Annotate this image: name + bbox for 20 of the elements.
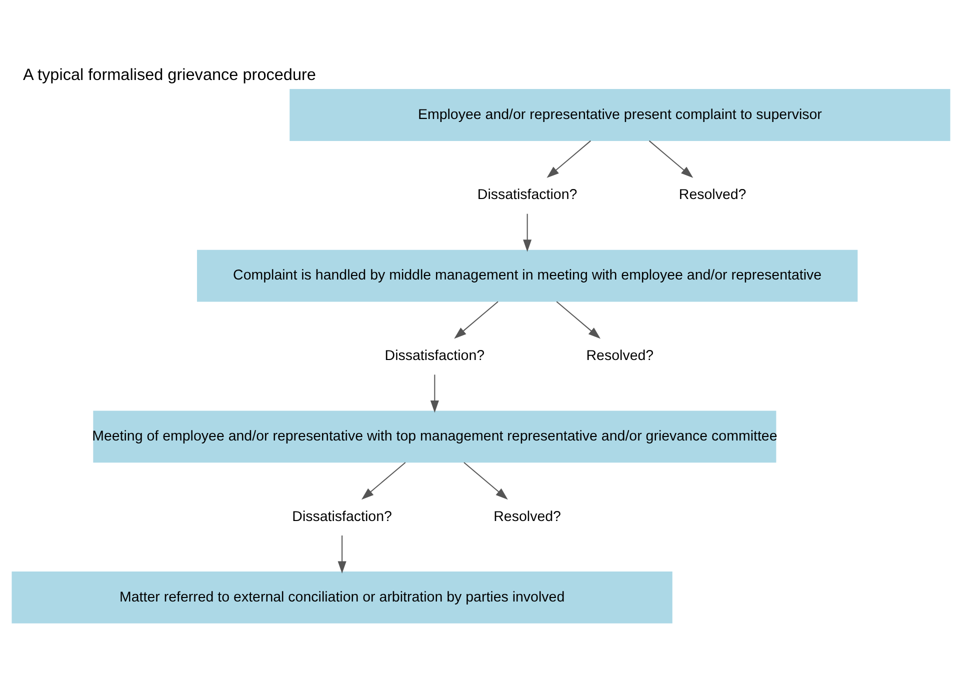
node-text: Dissatisfaction? — [292, 508, 392, 525]
arrow — [430, 374, 439, 413]
arrow — [338, 535, 346, 574]
arrow — [454, 301, 498, 339]
node-text: Dissatisfaction? — [477, 187, 578, 204]
arrow — [556, 301, 601, 339]
arrow — [523, 214, 532, 252]
diagram-title: A typical formalised grievance procedure — [23, 66, 316, 84]
arrow — [546, 140, 591, 178]
arrow — [464, 462, 508, 500]
node-text: Resolved? — [494, 508, 561, 525]
arrow — [361, 462, 406, 500]
node-text: Dissatisfaction? — [384, 348, 485, 364]
node-box: Matter referred to external conciliation or arbitration by parties involved — [12, 572, 672, 624]
node-box: Meeting of employee and/or representative with top management representative and/or grievance committee — [93, 410, 776, 463]
node-box: Complaint is handled by middle management in meeting with employee and/or representative — [197, 250, 858, 302]
node-text: Resolved? — [678, 187, 746, 204]
node-text: Resolved? — [586, 348, 654, 364]
node-box: Employee and/or representative present complaint to supervisor — [290, 89, 950, 141]
arrow — [648, 140, 694, 178]
